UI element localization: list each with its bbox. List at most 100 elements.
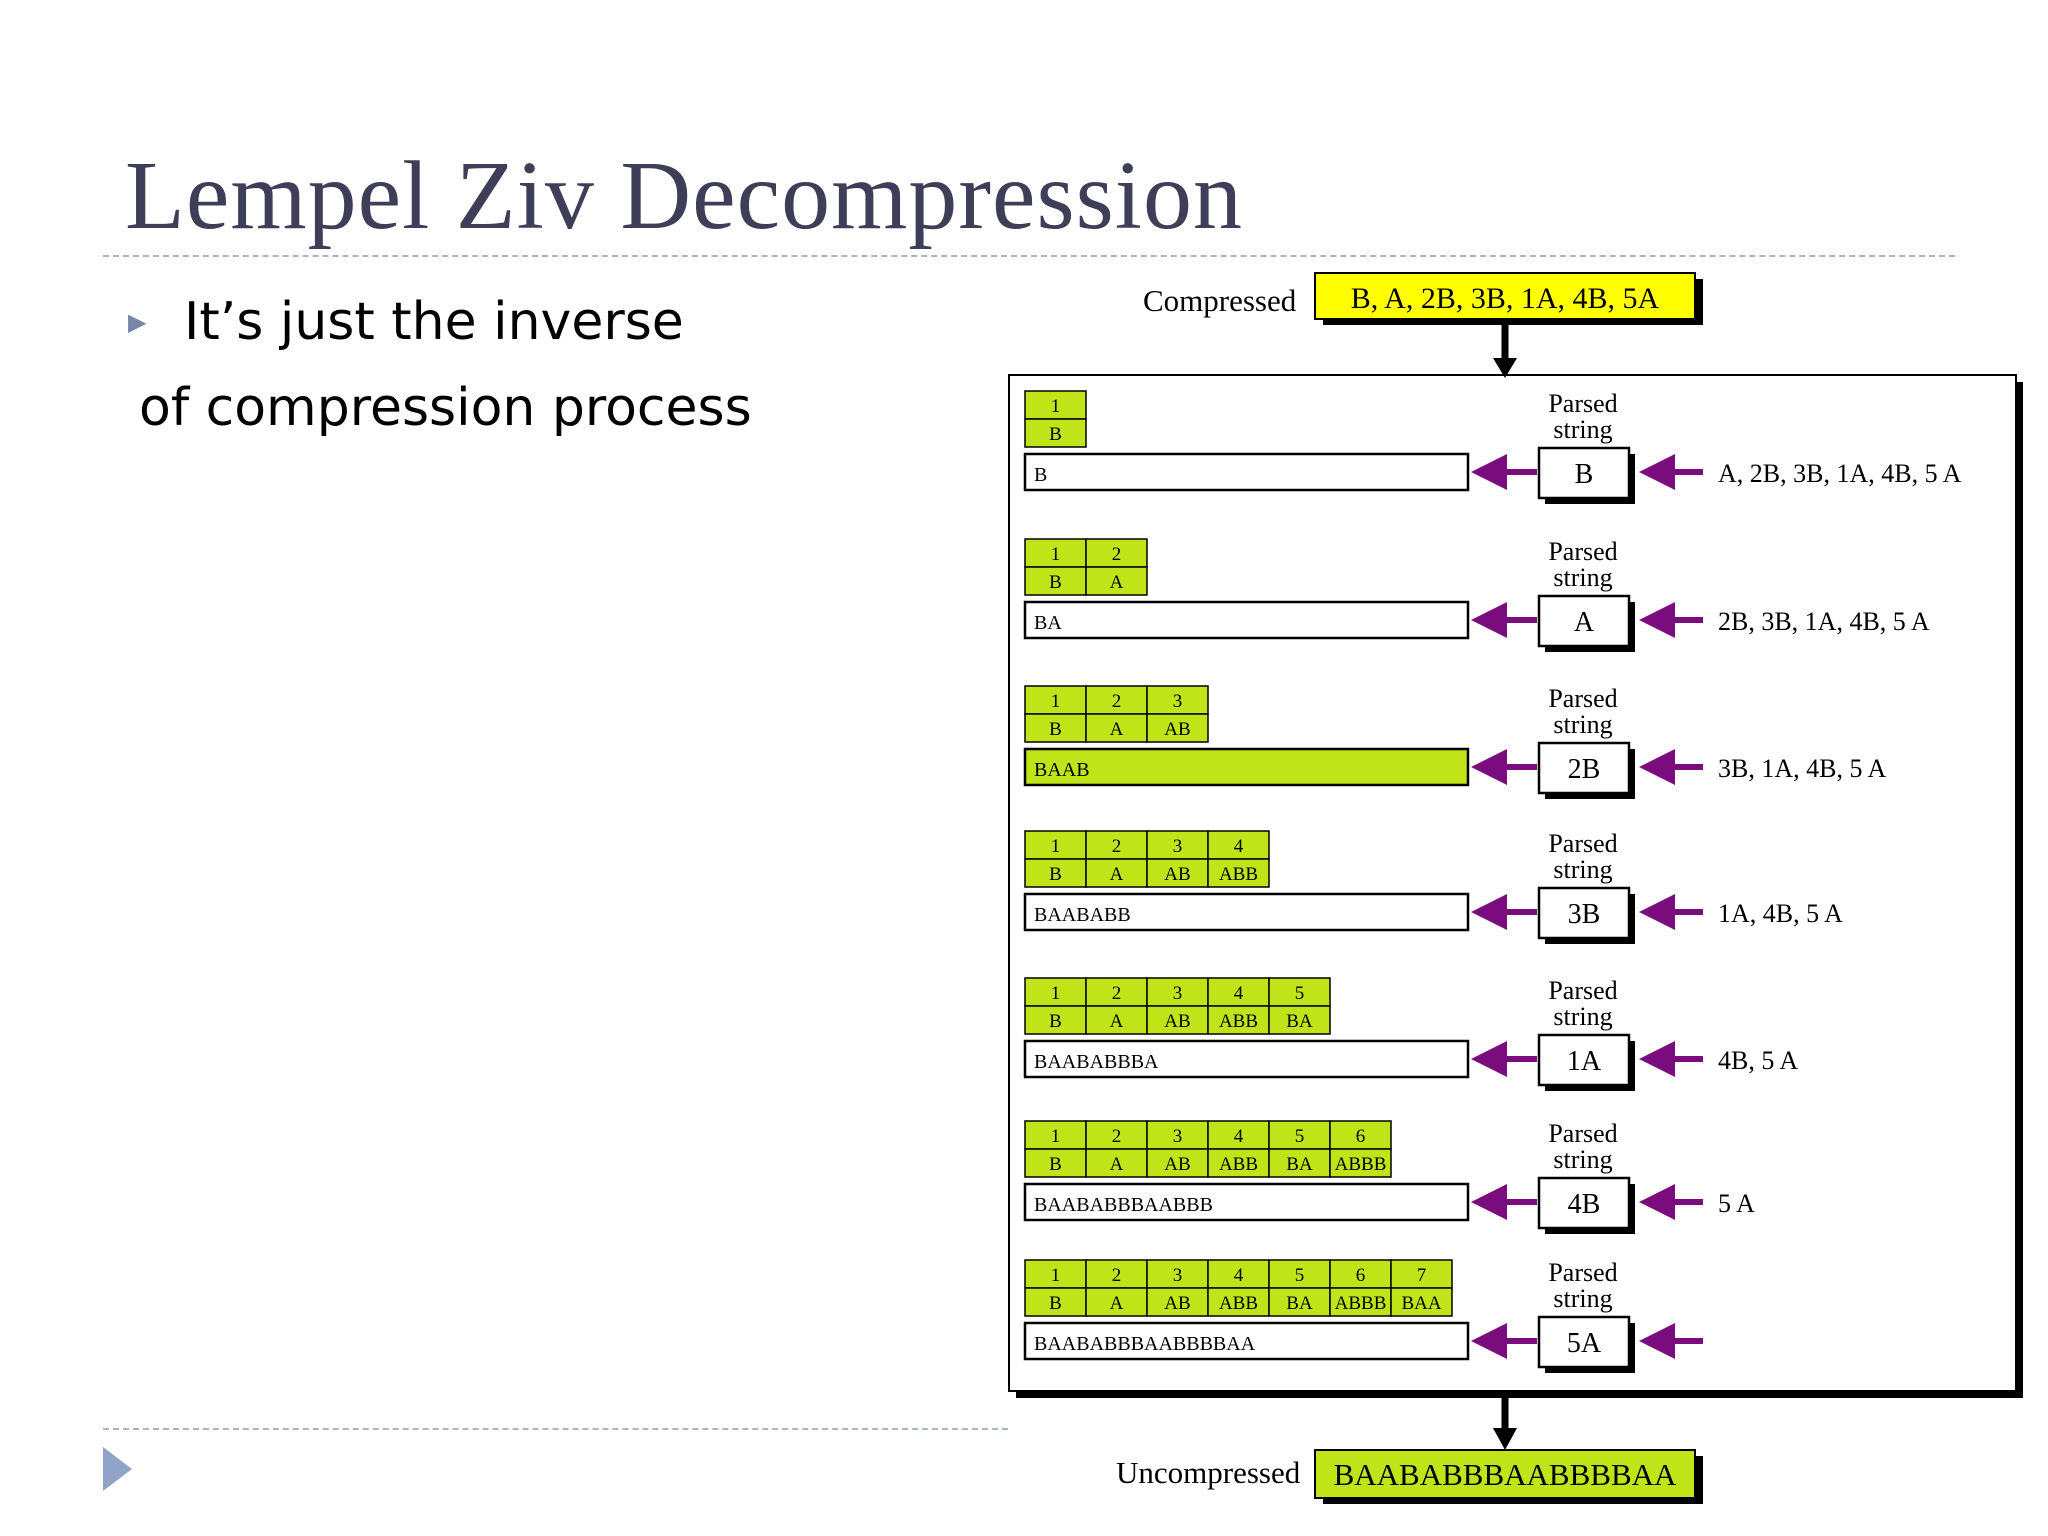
dict-index-cell <box>1207 830 1270 860</box>
dict-entry: B <box>1049 424 1062 445</box>
dict-index: 1 <box>1051 1265 1061 1286</box>
parsed-box <box>1537 1315 1631 1369</box>
step-7: 1B2A3AB4ABB5BA6ABBB7BAABAABABBBAABBBBAAP… <box>1023 1258 1703 1373</box>
dict-entry: A <box>1110 1154 1124 1175</box>
dict-index-cell <box>1085 1259 1148 1289</box>
output-string: BAABABB <box>1034 904 1131 926</box>
dict-entry: BA <box>1286 1011 1313 1032</box>
uncompressed-box: BAABABBBAABBBBAA <box>1314 1449 1703 1504</box>
dict-entry-cell <box>1024 418 1087 448</box>
remaining-input: 1A, 4B, 5 A <box>1718 899 1843 928</box>
parsed-box <box>1537 1176 1631 1230</box>
dict-entry: AB <box>1164 1293 1190 1314</box>
dict-index: 3 <box>1173 1126 1183 1147</box>
dict-entry: ABB <box>1219 1011 1258 1032</box>
dict-index: 2 <box>1112 691 1122 712</box>
next-slide-icon[interactable] <box>103 1447 132 1491</box>
dict-entry: AB <box>1164 864 1190 885</box>
output-string-box <box>1023 892 1470 932</box>
dict-entry-cell <box>1146 1005 1209 1035</box>
dict-entry: AB <box>1164 1011 1190 1032</box>
dict-index: 1 <box>1051 836 1061 857</box>
dict-index-cell <box>1024 1259 1087 1289</box>
bullet-text-line2: of compression process <box>139 378 752 438</box>
dict-entry: B <box>1049 1011 1062 1032</box>
dict-index-cell <box>1146 685 1209 715</box>
dict-index: 4 <box>1234 1126 1244 1147</box>
dict-index: 1 <box>1051 1126 1061 1147</box>
dict-entry: B <box>1049 1154 1062 1175</box>
output-string-box <box>1023 747 1470 787</box>
dict-entry: B <box>1049 719 1062 740</box>
parsed-value: 5A <box>1567 1328 1602 1359</box>
dict-index-cell <box>1085 977 1148 1007</box>
dict-entry: ABBB <box>1335 1154 1387 1175</box>
parsed-label-line1: Parsed <box>1548 684 1617 713</box>
dict-entry: A <box>1110 719 1124 740</box>
dict-entry: AB <box>1164 719 1190 740</box>
uncompressed-label: Uncompressed <box>1116 1455 1301 1490</box>
dict-entry-cell <box>1085 1287 1148 1317</box>
uncompressed-value: BAABABBBAABBBBAA <box>1334 1457 1677 1492</box>
dict-entry: AB <box>1164 1154 1190 1175</box>
dict-index: 2 <box>1112 836 1122 857</box>
dict-index: 4 <box>1234 1265 1244 1286</box>
dict-index-cell <box>1268 977 1331 1007</box>
parsed-label-line2: string <box>1553 1145 1612 1174</box>
dict-index-cell <box>1085 538 1148 568</box>
dict-entry-cell <box>1024 713 1087 743</box>
parsed-value: 2B <box>1568 754 1601 785</box>
dict-index: 3 <box>1173 691 1183 712</box>
dict-entry: BA <box>1286 1293 1313 1314</box>
parsed-value: 3B <box>1568 899 1601 930</box>
output-string: BAABABBBA <box>1034 1051 1159 1073</box>
parsed-value: 1A <box>1567 1046 1602 1077</box>
output-string-box <box>1023 1321 1470 1361</box>
dict-entry: ABB <box>1219 864 1258 885</box>
parsed-label-line1: Parsed <box>1548 537 1617 566</box>
dict-entry-cell <box>1146 713 1209 743</box>
output-string: B <box>1034 464 1047 486</box>
output-string-box <box>1023 600 1470 640</box>
dict-index-cell <box>1146 1120 1209 1150</box>
dict-index-cell <box>1207 977 1270 1007</box>
dict-index-cell <box>1207 1120 1270 1150</box>
compressed-value: B, A, 2B, 3B, 1A, 4B, 5A <box>1351 282 1660 315</box>
parsed-label-line2: string <box>1553 415 1612 444</box>
dict-entry: B <box>1049 572 1062 593</box>
remaining-input: 5 A <box>1718 1189 1755 1218</box>
parsed-label-line2: string <box>1553 563 1612 592</box>
dict-entry-cell <box>1390 1287 1453 1317</box>
parsed-value: B <box>1575 459 1594 490</box>
parsed-label-line1: Parsed <box>1548 829 1617 858</box>
dict-entry-cell <box>1207 1287 1270 1317</box>
step-6: 1B2A3AB4ABB5BA6ABBBBAABABBBAABBBParsedst… <box>1023 1119 1755 1234</box>
dict-index: 3 <box>1173 983 1183 1004</box>
dict-entry: B <box>1049 864 1062 885</box>
dict-index: 5 <box>1295 983 1305 1004</box>
output-string: BAABABBBAABBB <box>1034 1194 1213 1216</box>
dict-entry-cell <box>1207 858 1270 888</box>
dict-entry: A <box>1110 1293 1124 1314</box>
dict-index: 4 <box>1234 983 1244 1004</box>
dict-entry: BAA <box>1401 1293 1441 1314</box>
dict-entry-cell <box>1268 1287 1331 1317</box>
dict-index: 2 <box>1112 544 1122 565</box>
dict-entry: ABB <box>1219 1154 1258 1175</box>
dict-index-cell <box>1268 1120 1331 1150</box>
remaining-input: 4B, 5 A <box>1718 1046 1798 1075</box>
dict-index: 1 <box>1051 691 1061 712</box>
down-arrow-top <box>1493 325 1517 378</box>
parsed-label-line2: string <box>1553 855 1612 884</box>
dict-entry: A <box>1110 572 1124 593</box>
dict-entry-cell <box>1329 1148 1392 1178</box>
output-string-box <box>1023 1182 1470 1222</box>
parsed-value: 4B <box>1568 1189 1601 1220</box>
dict-entry-cell <box>1207 1005 1270 1035</box>
